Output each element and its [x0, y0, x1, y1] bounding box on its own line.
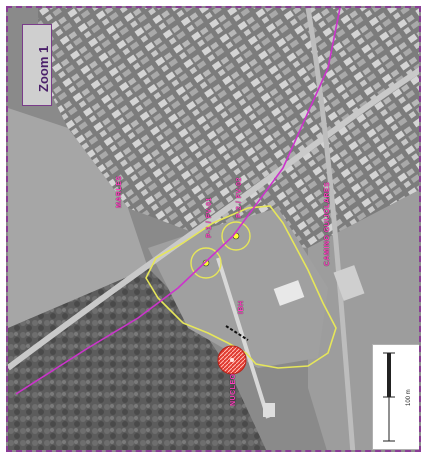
map-frame: MARLES CAMINO GUIJOLARES P-1 / FV-01 P-2… — [6, 6, 421, 452]
map-title: Zoom 1 — [36, 45, 51, 92]
measure-line — [225, 325, 249, 341]
field-area — [8, 108, 148, 328]
label-camino: CAMINO GUIJOLARES — [324, 181, 331, 266]
well-buffer-a — [190, 247, 222, 279]
main-road — [8, 67, 419, 371]
label-source: NUCLEO — [230, 373, 237, 406]
title-box — [22, 24, 52, 106]
hotspot-center — [230, 358, 234, 362]
well-buffer-b — [221, 221, 251, 251]
urban-area — [38, 8, 419, 248]
aerial-map — [8, 8, 419, 450]
wooded-area — [8, 268, 267, 450]
label-marles: MARLES — [116, 175, 123, 208]
scale-bar — [383, 352, 395, 442]
scale-box — [372, 344, 419, 450]
label-well-b: P-2 / FV-02 — [236, 177, 243, 218]
right-road — [305, 8, 356, 450]
site-boundary — [145, 205, 337, 369]
site-area — [148, 208, 328, 368]
label-well-a: P-1 / FV-01 — [206, 197, 213, 238]
pipeline-line — [15, 8, 341, 395]
well-a-marker[interactable] — [202, 259, 210, 267]
site-building-3 — [263, 403, 275, 417]
scale-label: 100 m — [406, 389, 412, 406]
site-building-2 — [333, 265, 365, 301]
site-building — [273, 280, 305, 306]
label-center: IBH — [238, 300, 245, 314]
